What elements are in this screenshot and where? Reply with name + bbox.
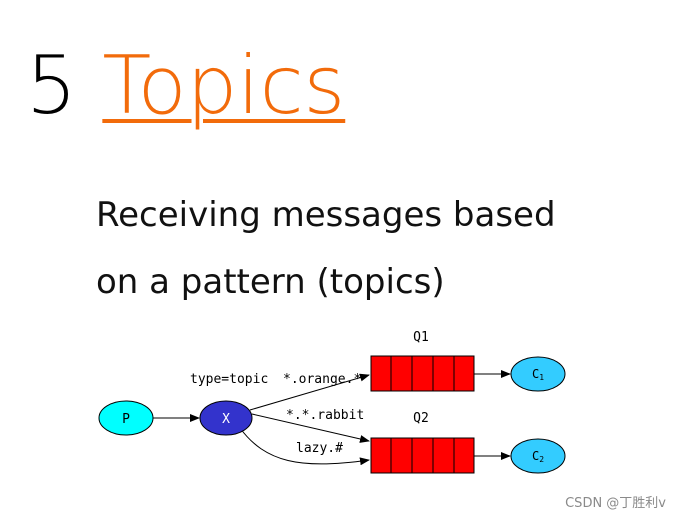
queue-2 <box>370 437 475 474</box>
section-number: 5 <box>26 39 77 132</box>
subtitle-line-1: Receiving messages based <box>96 195 556 235</box>
consumer-1-label: C1 <box>532 367 544 382</box>
edge-x-q2-rabbit <box>251 413 370 443</box>
consumer-1-node <box>510 356 566 392</box>
queue-1 <box>370 355 475 392</box>
exchange-label: X <box>222 412 230 427</box>
queue-1-label: Q1 <box>413 330 429 345</box>
consumer-2-node <box>510 438 566 474</box>
watermark: CSDN @丁胜利v <box>565 496 666 511</box>
edge-x-q2-lazy <box>239 427 370 466</box>
exchange-type-label: type=topic <box>190 372 268 387</box>
subtitle: Receiving messages based on a pattern (t… <box>96 182 656 316</box>
binding-rabbit: *.*.rabbit <box>286 408 364 423</box>
producer-label: P <box>122 412 130 427</box>
topics-link[interactable]: Topics <box>102 39 346 132</box>
page-heading: 5 Topics <box>26 40 345 132</box>
binding-lazy: lazy.# <box>296 441 343 456</box>
exchange-node <box>199 400 253 436</box>
producer-node <box>98 400 154 436</box>
subtitle-line-2: on a pattern (topics) <box>96 262 445 302</box>
edge-x-q1 <box>249 373 370 411</box>
consumer-2-label: C2 <box>532 449 544 464</box>
queue-2-label: Q2 <box>413 411 429 426</box>
binding-orange: *.orange.* <box>283 372 361 387</box>
